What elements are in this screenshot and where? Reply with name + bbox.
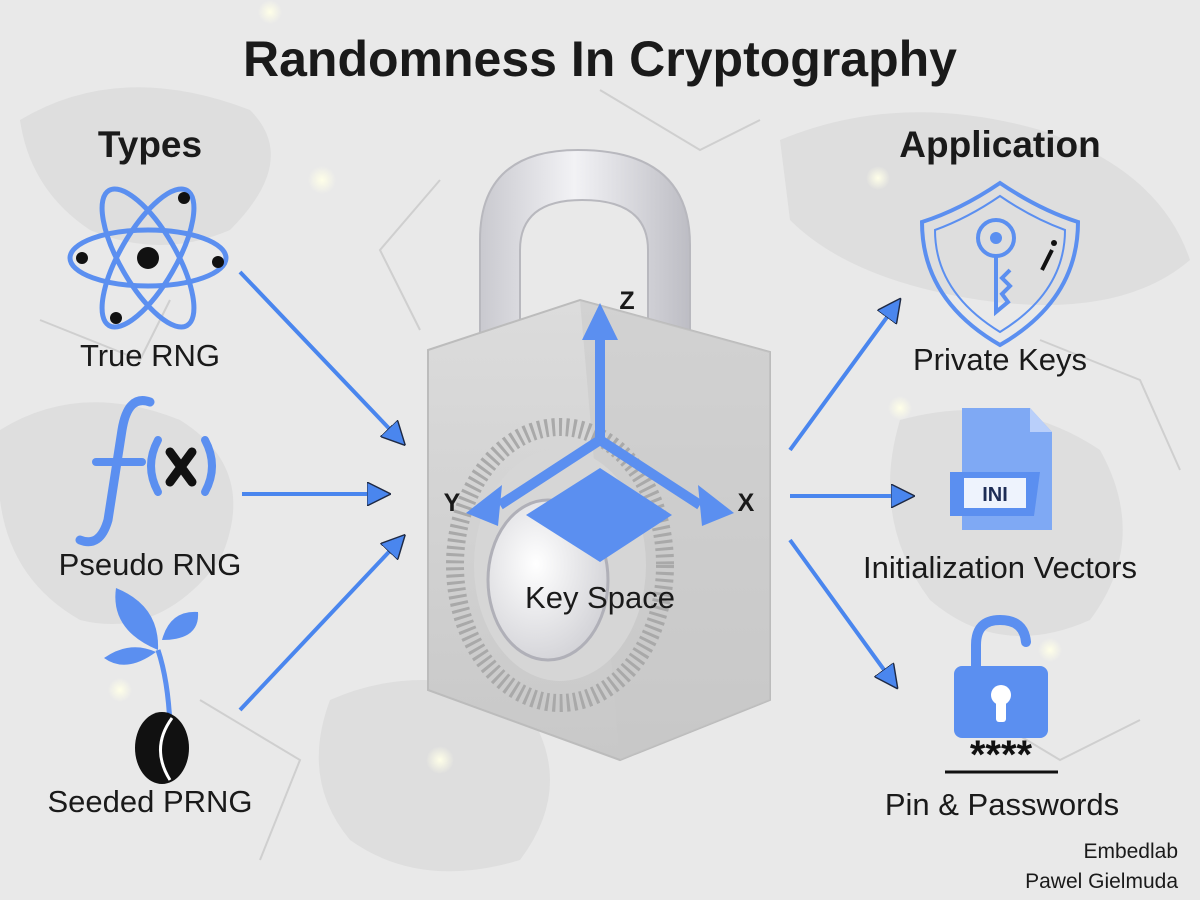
- y-axis-label: Y: [444, 489, 461, 517]
- z-axis-arrowhead: [582, 303, 618, 340]
- credit-embedlab: Embedlab: [1083, 840, 1178, 863]
- x-axis-arrowhead: [698, 485, 734, 526]
- seedling-icon: [104, 588, 199, 784]
- pin-passwords-label: Pin & Passwords: [885, 787, 1119, 822]
- ini-file-icon: INI: [950, 408, 1052, 530]
- types-heading: Types: [98, 124, 202, 165]
- key-space-label: Key Space: [525, 580, 675, 615]
- credit-author: Pawel Gielmuda: [1025, 870, 1178, 893]
- x-axis-label: X: [738, 489, 755, 517]
- arrow-private-keys: [788, 302, 898, 452]
- initialization-vectors-label: Initialization Vectors: [863, 550, 1137, 585]
- atom-icon: [67, 186, 229, 330]
- function-icon: [75, 396, 216, 547]
- true-rng-label: True RNG: [80, 338, 220, 373]
- pseudo-rng-label: Pseudo RNG: [59, 547, 242, 582]
- padlock-icon: [427, 148, 771, 762]
- output-arrows: [788, 302, 910, 685]
- key-space-diamond: [526, 468, 672, 562]
- unlocked-padlock-icon: [945, 614, 1058, 774]
- arrow-true-rng: [238, 270, 402, 442]
- input-arrows: [238, 270, 402, 712]
- application-heading: Application: [899, 124, 1100, 165]
- arrow-seeded-prng: [238, 538, 402, 712]
- y-axis-arrowhead: [466, 485, 502, 526]
- page-title: Randomness In Cryptography: [243, 31, 957, 87]
- private-keys-label: Private Keys: [913, 342, 1087, 377]
- ini-badge: INI: [982, 484, 1008, 506]
- password-mask: ****: [970, 733, 1033, 777]
- z-axis-label: Z: [619, 287, 634, 315]
- key-space-axes: [466, 303, 734, 562]
- seeded-prng-label: Seeded PRNG: [47, 784, 252, 819]
- shield-key-icon: [919, 180, 1081, 348]
- arrow-pin-passwords: [788, 538, 895, 685]
